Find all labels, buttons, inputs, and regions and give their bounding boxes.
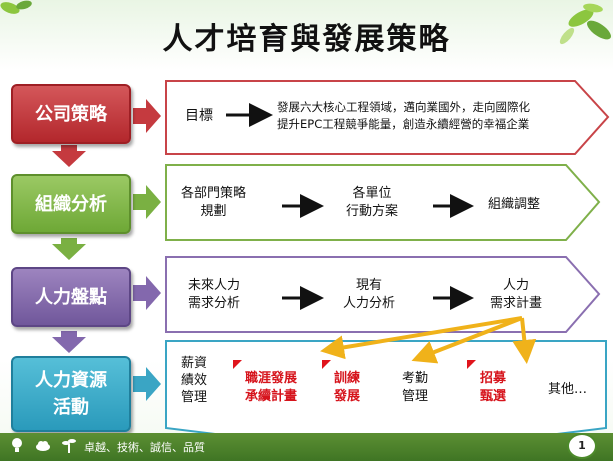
cloud-icon <box>36 441 50 451</box>
row3-step1: 未來人力需求分析 <box>188 278 241 311</box>
row1-goal: 目標 <box>185 108 213 124</box>
down-arrow-2 <box>52 238 86 260</box>
sprout-icon <box>62 439 76 453</box>
leaf-decoration-left <box>0 0 32 14</box>
gold-arrow-to-training <box>411 316 523 364</box>
row2-step2: 各單位行動方案 <box>346 186 399 219</box>
down-arrow-3 <box>52 331 86 353</box>
row3-panel <box>165 256 601 333</box>
row1-panel <box>165 80 610 155</box>
box-company-strategy: 公司策略 <box>11 84 131 144</box>
row4-item-payroll: 薪資績效管理 <box>181 356 208 405</box>
marker-career <box>233 360 242 369</box>
lightbulb-icon <box>12 438 22 452</box>
box-hr-inventory: 人力盤點 <box>11 267 131 327</box>
page-number: 1 <box>567 433 597 459</box>
down-arrow-1 <box>52 145 86 167</box>
row2-step3: 組織調整 <box>488 197 541 212</box>
row4-item-attendance: 考勤管理 <box>402 371 429 404</box>
row2-right-arrow <box>133 185 161 219</box>
row2-panel <box>165 164 601 241</box>
footer-slogan: 卓越、技術、誠信、品質 <box>84 441 205 454</box>
box-hr-activities: 人力資源活動 <box>11 356 131 432</box>
header-band <box>0 0 613 70</box>
row2-step1: 各部門策略規劃 <box>181 186 247 219</box>
slide-title: 人才培育與發展策略 <box>162 22 451 57</box>
leaf-decoration-right <box>559 3 611 45</box>
footer-bar: 卓越、技術、誠信、品質 <box>0 433 613 461</box>
row4-item-training: 訓練發展 <box>334 371 361 404</box>
row1-description: 發展六大核心工程領域，邁向業國外，走向國際化 提升EPC工程競爭能量，創造永續經… <box>277 100 530 131</box>
marker-recruit <box>467 360 476 369</box>
row3-step2: 現有人力分析 <box>343 278 396 311</box>
row3-step3: 人力需求計畫 <box>490 278 543 311</box>
gold-arrow-to-recruit <box>512 317 537 364</box>
row4-right-arrow <box>133 367 161 401</box>
marker-training <box>322 360 331 369</box>
gold-arrow-to-career <box>320 316 523 360</box>
row4-item-other: 其他… <box>548 382 588 397</box>
row3-right-arrow <box>133 276 161 310</box>
row4-item-career: 職涯發展承續計畫 <box>245 371 298 404</box>
box-org-analysis: 組織分析 <box>11 174 131 234</box>
row4-item-recruit: 招募甄選 <box>480 371 507 404</box>
row1-right-arrow <box>133 99 161 133</box>
